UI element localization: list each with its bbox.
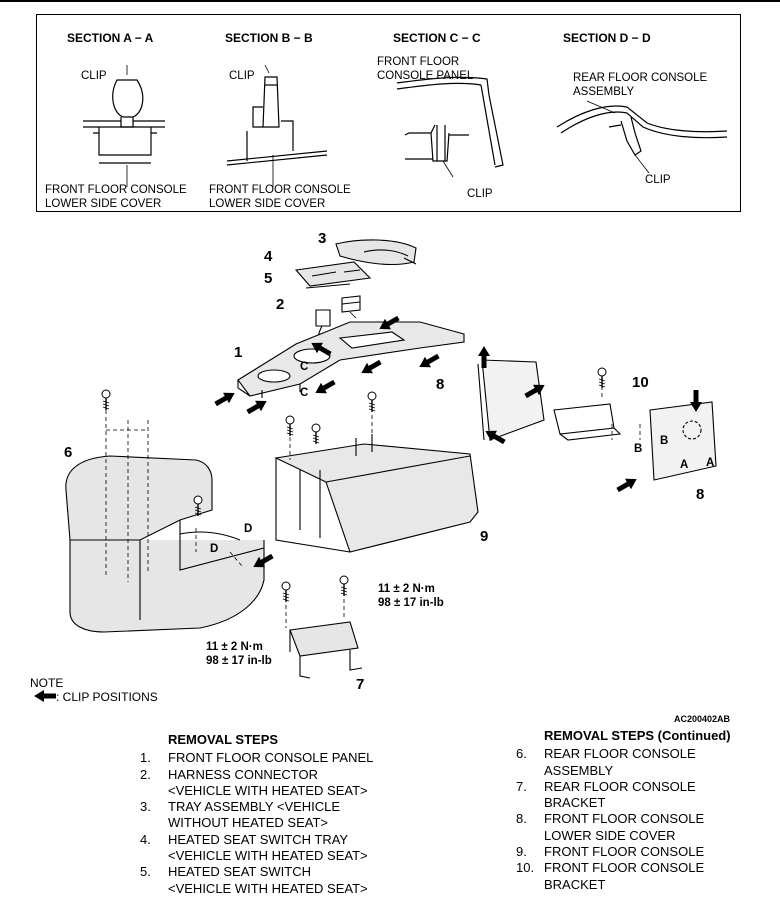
torque-upper-metric: 11 ± 2 N·m bbox=[378, 583, 435, 595]
callout-5: 5 bbox=[264, 270, 273, 287]
section-views-drawing bbox=[83, 64, 728, 187]
section-b-cover-label-1: FRONT FLOOR CONSOLE bbox=[209, 184, 351, 196]
removal-step-5: 5.HEATED SEAT SWITCH<VEHICLE WITH HEATED… bbox=[140, 864, 368, 896]
clip-arrow-5 bbox=[358, 356, 384, 379]
callout-8-right: 8 bbox=[696, 486, 705, 503]
section-a-cover-label-2: LOWER SIDE COVER bbox=[45, 198, 162, 210]
removal-step-9: 9.FRONT FLOOR CONSOLE bbox=[516, 844, 705, 860]
screw-4 bbox=[285, 415, 295, 437]
torque-spec-upper: 11 ± 2 N·m 98 ± 17 in-lb bbox=[378, 582, 444, 610]
view-letter-d1: D bbox=[244, 523, 253, 535]
removal-steps-heading: REMOVAL STEPS bbox=[168, 732, 279, 747]
section-c-panel-label-1: FRONT FLOOR bbox=[377, 56, 460, 68]
note-arrow-icon bbox=[34, 690, 56, 702]
removal-steps-continued-list: REMOVAL STEPS (Continued) 6.REAR FLOOR C… bbox=[516, 728, 731, 893]
section-d-assembly-label-1: REAR FLOOR CONSOLE bbox=[573, 72, 708, 84]
section-b-title: SECTION B − B bbox=[225, 31, 313, 45]
section-d-assembly-label-2: ASSEMBLY bbox=[573, 86, 635, 98]
view-letter-d2: D bbox=[210, 543, 219, 555]
section-a-clip-label: CLIP bbox=[81, 70, 107, 82]
view-letter-b1: B bbox=[634, 443, 643, 455]
section-b-cover-label-2: LOWER SIDE COVER bbox=[209, 198, 326, 210]
part-4-heated-seat-switch-tray bbox=[294, 261, 372, 289]
callout-6: 6 bbox=[64, 444, 73, 461]
screw-8 bbox=[339, 575, 349, 597]
section-a-cover-label-1: FRONT FLOOR CONSOLE bbox=[45, 184, 187, 196]
section-a-title: SECTION A − A bbox=[67, 31, 154, 45]
section-c-title: SECTION C − C bbox=[393, 31, 481, 45]
section-d-title: SECTION D − D bbox=[563, 31, 651, 45]
part-5-heated-seat-switch bbox=[341, 295, 361, 319]
callout-4: 4 bbox=[264, 248, 273, 265]
leader-lines bbox=[105, 386, 641, 628]
part-10-console-bracket bbox=[553, 403, 622, 441]
callout-10: 10 bbox=[632, 374, 649, 391]
part-3-tray-assembly bbox=[335, 239, 417, 265]
section-b-drawing bbox=[226, 76, 328, 187]
part-1-front-floor-console-panel bbox=[237, 321, 465, 398]
figure-code: AC200402AB bbox=[674, 714, 731, 724]
removal-step-4: 4.HEATED SEAT SWITCH TRAY<VEHICLE WITH H… bbox=[140, 831, 368, 864]
clip-arrow-7 bbox=[416, 350, 442, 373]
screw-7 bbox=[281, 581, 291, 603]
part-9-front-floor-console bbox=[274, 434, 479, 553]
part-6-rear-floor-console-assembly bbox=[65, 455, 265, 633]
torque-spec-lower: 11 ± 2 N·m 98 ± 17 in-lb bbox=[206, 640, 272, 668]
clip-arrow-2 bbox=[244, 395, 270, 418]
part-8-lower-side-cover-left bbox=[477, 359, 545, 441]
section-c-panel-label-2: CONSOLE PANEL bbox=[377, 70, 474, 82]
section-b-clip-label: CLIP bbox=[229, 70, 255, 82]
clip-arrow-12 bbox=[614, 473, 640, 496]
callout-1: 1 bbox=[234, 344, 243, 361]
screw-1 bbox=[101, 389, 111, 411]
screw-3 bbox=[367, 391, 377, 413]
section-d-drawing bbox=[556, 100, 728, 174]
section-c-drawing bbox=[396, 76, 504, 178]
removal-step-2: 2.HARNESS CONNECTOR<VEHICLE WITH HEATED … bbox=[140, 766, 368, 798]
torque-lower-imperial: 98 ± 17 in-lb bbox=[206, 655, 272, 667]
view-letter-c1: C bbox=[300, 361, 309, 373]
section-d-clip-label: CLIP bbox=[645, 174, 671, 186]
torque-upper-imperial: 98 ± 17 in-lb bbox=[378, 597, 444, 609]
section-a-drawing bbox=[83, 79, 165, 187]
callout-3: 3 bbox=[318, 230, 327, 247]
clip-arrow-1 bbox=[212, 387, 238, 410]
note-legend: : CLIP POSITIONS bbox=[56, 690, 158, 704]
top-rule bbox=[0, 0, 780, 2]
callout-2: 2 bbox=[276, 296, 285, 313]
removal-steps-list: REMOVAL STEPS 1.FRONT FLOOR CONSOLE PANE… bbox=[140, 732, 373, 897]
part-8-lower-side-cover-right bbox=[649, 401, 717, 481]
screw-2 bbox=[597, 367, 607, 389]
removal-step-1: 1.FRONT FLOOR CONSOLE PANEL bbox=[140, 750, 374, 766]
callout-9: 9 bbox=[480, 528, 489, 545]
view-letter-b2: B bbox=[660, 435, 669, 447]
callout-8-left: 8 bbox=[436, 376, 445, 393]
screw-5 bbox=[311, 423, 321, 445]
view-letter-a1: A bbox=[680, 459, 689, 471]
note-title: NOTE bbox=[30, 676, 64, 690]
part-7-rear-floor-console-bracket bbox=[289, 621, 363, 679]
removal-steps-continued-heading: REMOVAL STEPS (Continued) bbox=[544, 728, 731, 743]
section-views-panel: SECTION A − A SECTION B − B SECTION C − … bbox=[36, 14, 741, 212]
callout-7: 7 bbox=[356, 676, 365, 693]
section-c-clip-label: CLIP bbox=[467, 188, 493, 200]
torque-lower-metric: 11 ± 2 N·m bbox=[206, 641, 263, 653]
clip-arrow-4 bbox=[312, 376, 338, 399]
view-letter-a2: A bbox=[706, 457, 715, 469]
view-letter-c2: C bbox=[300, 387, 309, 399]
